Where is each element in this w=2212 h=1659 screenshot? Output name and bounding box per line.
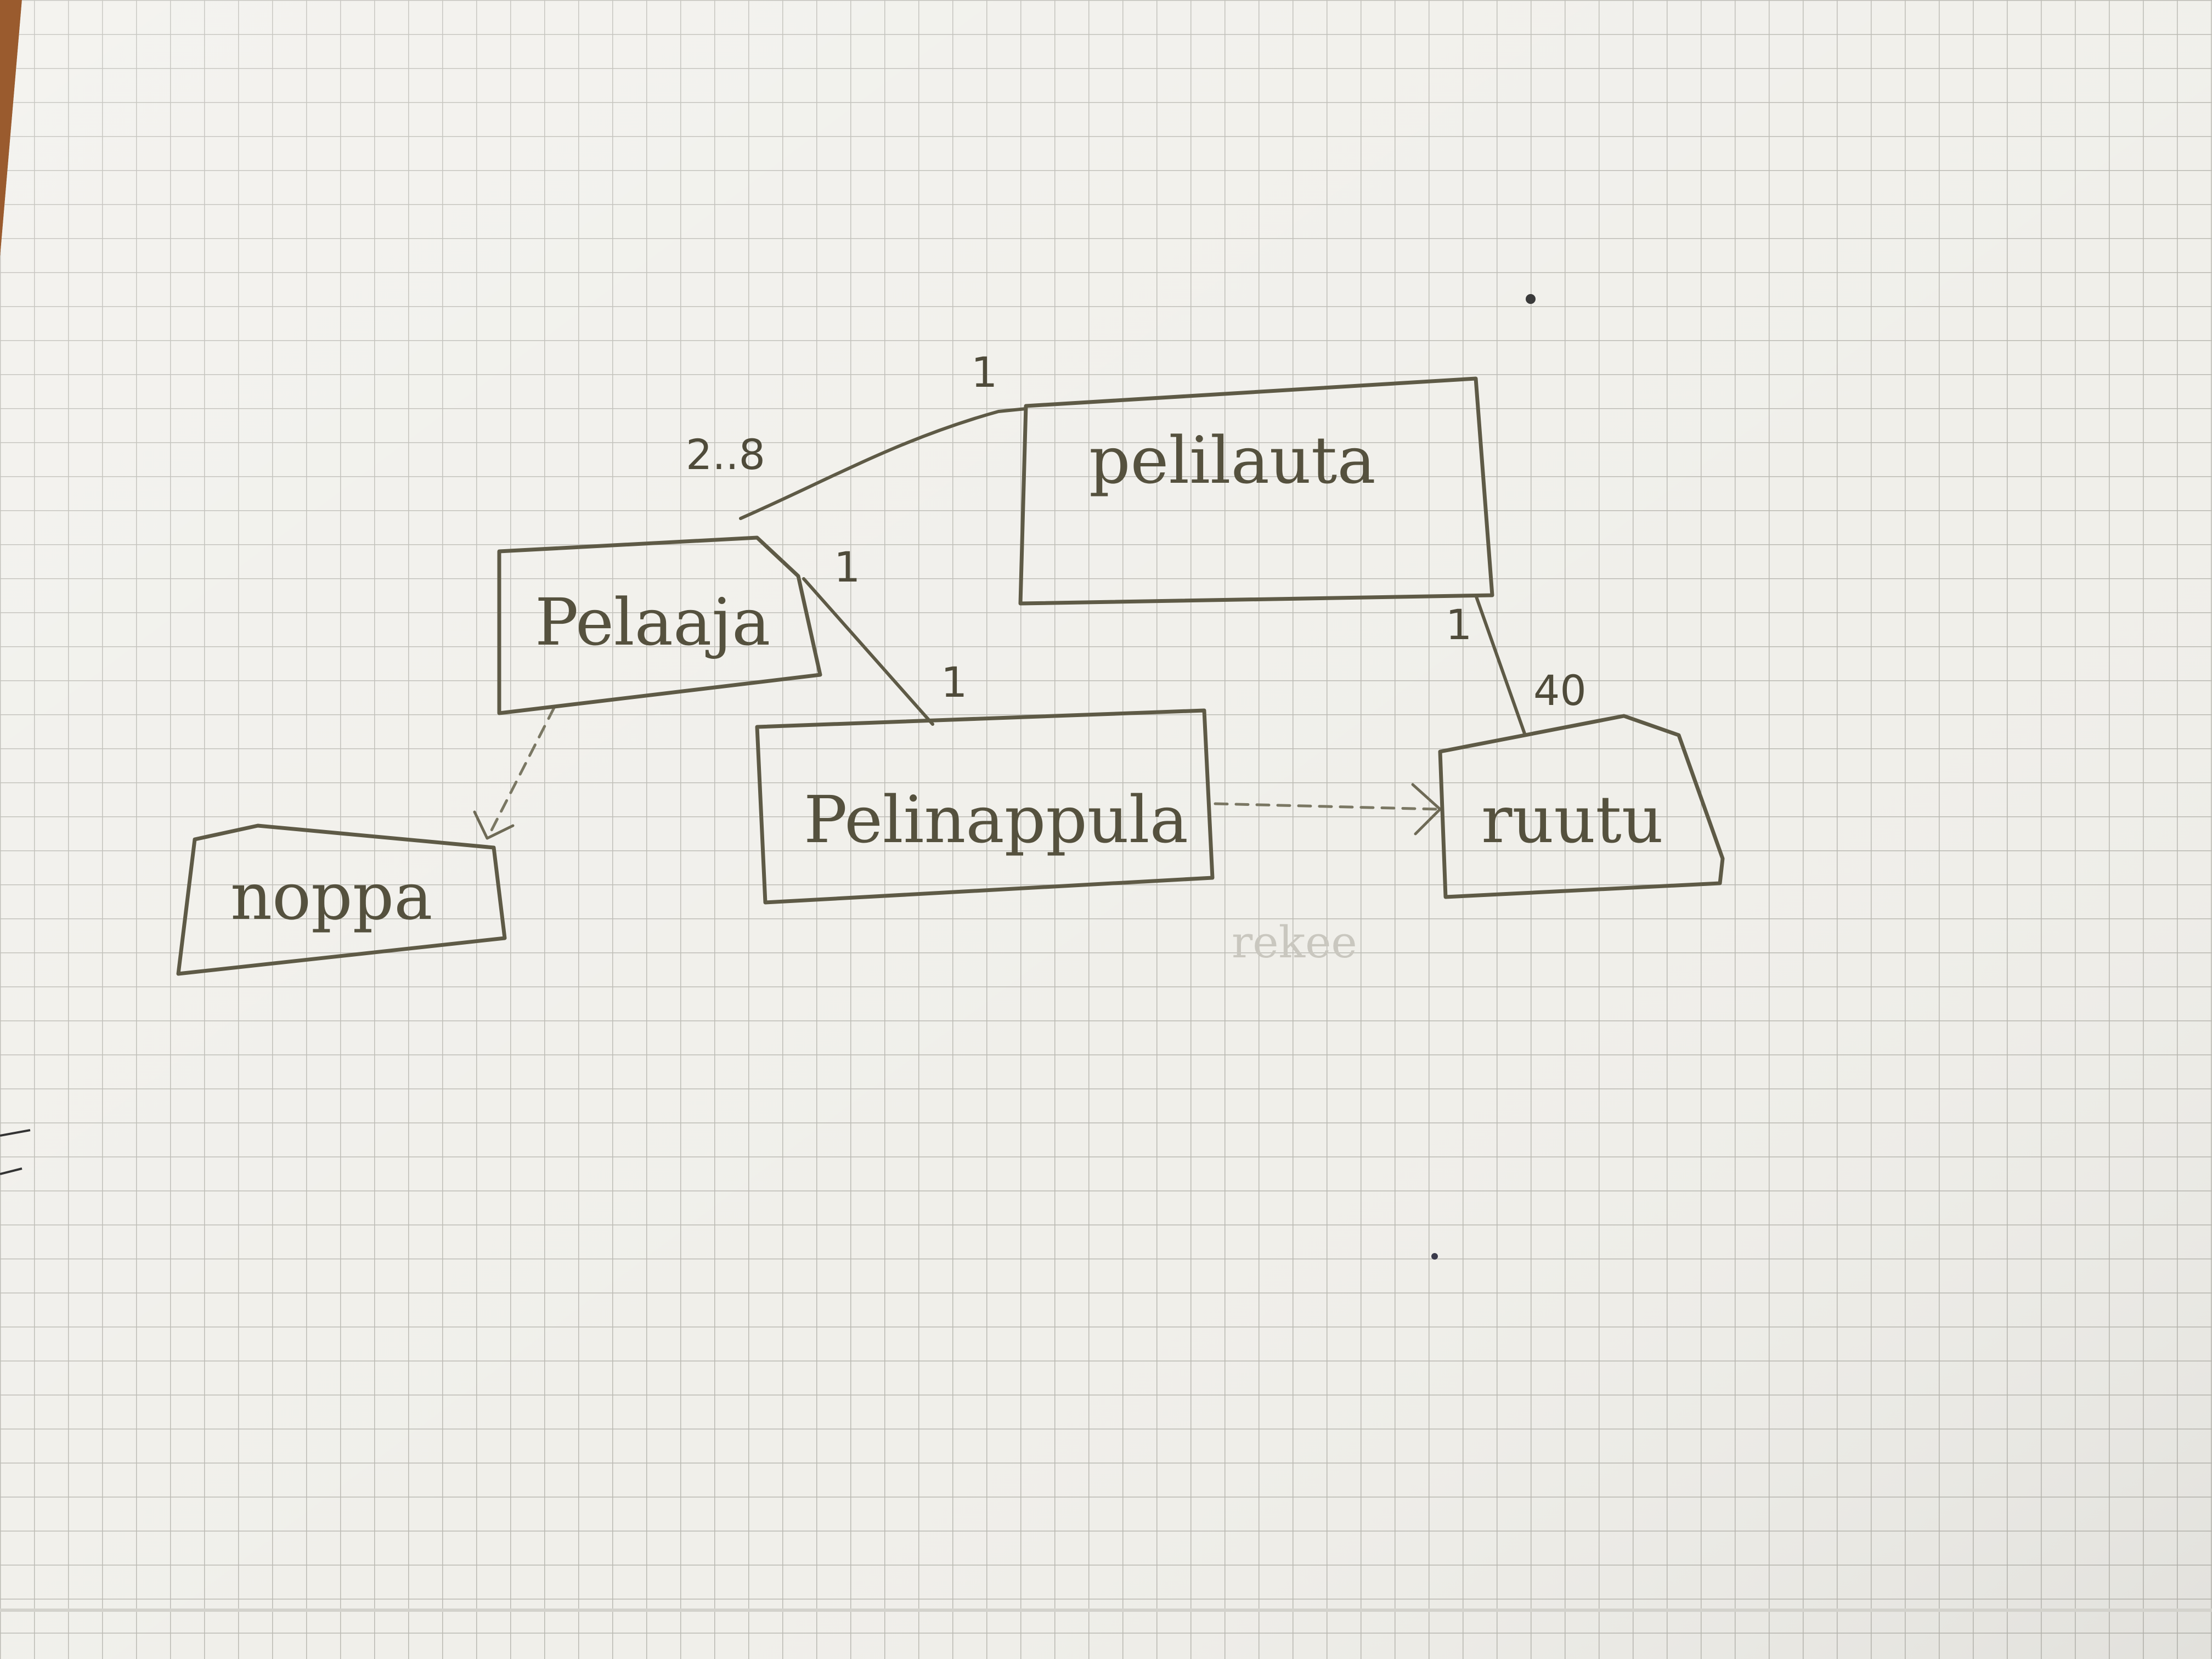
dependencies [473, 706, 1442, 840]
class-box-pelaaja[interactable]: Pelaaja [497, 535, 822, 715]
class-label-pelinappula: Pelinappula [804, 782, 1188, 857]
multiplicity-pelaaja-end-2-8: 2..8 [686, 430, 765, 479]
dependency-pelinappula-ruutu [1214, 802, 1439, 811]
multiplicity-labels: 2..8 1 1 1 1 40 [686, 348, 1587, 715]
class-box-ruutu[interactable]: ruutu [1438, 714, 1725, 899]
edge-pelaaja-pelilauta [739, 407, 1028, 520]
multiplicity-pelilauta-to-ruutu-end-1: 1 [1446, 600, 1472, 649]
dependency-pelaaja-noppa-arrowhead [473, 810, 515, 840]
class-label-pelilauta: pelilauta [1089, 422, 1376, 498]
class-box-pelilauta[interactable]: pelilauta [1018, 376, 1494, 606]
stray-marks [0, 294, 1536, 1260]
multiplicity-pelaaja-to-nappula-end-1: 1 [834, 543, 860, 591]
edge-pelilauta-ruutu [1474, 594, 1527, 737]
dependency-pelinappula-ruutu-arrowhead [1411, 783, 1442, 836]
multiplicity-pelinappula-end-1: 1 [941, 658, 967, 707]
class-label-noppa: noppa [230, 859, 432, 934]
class-box-noppa[interactable]: noppa [176, 823, 507, 976]
erased-note: rekee [1232, 917, 1357, 968]
associations [739, 407, 1527, 737]
multiplicity-ruutu-end-40: 40 [1533, 666, 1587, 715]
dependency-pelaaja-noppa [487, 706, 556, 838]
class-label-pelaaja: Pelaaja [535, 584, 770, 660]
multiplicity-pelilauta-end-1: 1 [971, 348, 997, 397]
class-box-pelinappula[interactable]: Pelinappula [755, 708, 1215, 905]
edge-pelaaja-pelinappula [802, 577, 934, 726]
class-label-ruutu: ruutu [1481, 782, 1663, 857]
